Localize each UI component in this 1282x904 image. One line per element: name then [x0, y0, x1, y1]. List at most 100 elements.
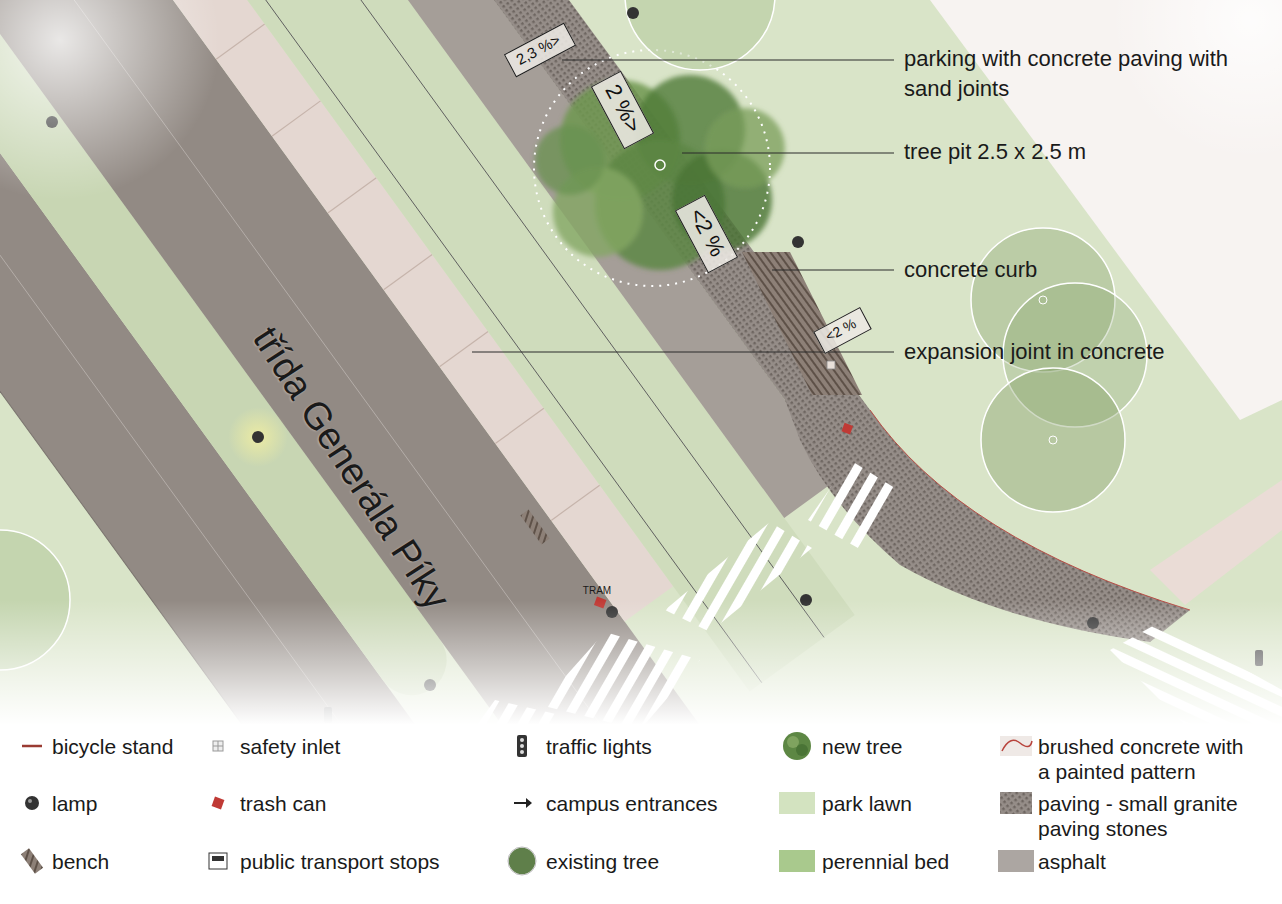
bench [520, 509, 549, 544]
street-bands [439, 331, 488, 366]
legend-icon [25, 796, 39, 810]
legend-text: new tree [822, 734, 903, 759]
legend-text: brushed concrete with a painted pattern [1038, 734, 1253, 784]
callout-text: expansion joint in concrete [904, 337, 1165, 367]
slope-box: <2 % [813, 307, 872, 354]
legend-text: public transport stops [240, 849, 440, 874]
legend-icon [502, 788, 542, 818]
safety-inlet [827, 361, 835, 369]
legend-icon [21, 848, 43, 873]
bench [520, 509, 549, 544]
canopy-outline [534, 50, 770, 286]
legend-icon [514, 802, 528, 804]
granite-paving [494, 0, 1190, 642]
new-tree [705, 108, 785, 188]
legend-icon [198, 731, 238, 761]
street-bands [272, 101, 321, 136]
legend-icon [996, 731, 1036, 761]
lamp [792, 236, 804, 248]
legend-text: bicycle stand [52, 734, 173, 759]
legend-swatch [998, 850, 1034, 872]
tree-trunk [655, 160, 665, 170]
crosswalk [808, 460, 898, 548]
fade [0, 600, 1282, 725]
trash-can [842, 423, 854, 435]
legend-text: bench [52, 849, 109, 874]
callout-text: tree pit 2.5 x 2.5 m [904, 137, 1086, 167]
legend-text: traffic lights [546, 734, 652, 759]
legend-icon [502, 731, 542, 761]
legend-icon [12, 846, 52, 876]
legend-icon [508, 847, 536, 875]
legend-icon [198, 846, 238, 876]
parking-paving [742, 252, 862, 395]
legend-swatch [779, 792, 815, 814]
legend-text: perennial bed [822, 849, 949, 874]
street-bands [384, 255, 433, 290]
street-bands [551, 485, 600, 520]
new-tree [535, 75, 785, 270]
legend-icon [213, 746, 223, 747]
legend-text: trash can [240, 791, 326, 816]
legend-icon [787, 736, 799, 748]
legend-text: campus entrances [546, 791, 718, 816]
legend-icon [1000, 792, 1032, 814]
legend-ground [0, 724, 1282, 904]
legend-icon [526, 798, 532, 808]
street-bands [328, 178, 377, 213]
slope-label: 2,3 %> [514, 30, 566, 69]
legend-icon [520, 738, 524, 742]
path [1150, 480, 1282, 605]
legend-icon [28, 799, 32, 803]
slope-label: <2 % [684, 204, 731, 263]
leader-line [472, 60, 894, 352]
street-name: třída Generála Píky [244, 318, 461, 618]
legend-icon [777, 731, 817, 761]
stop-label: TRAM [583, 585, 611, 597]
legend-icon [783, 732, 811, 760]
lamp [627, 7, 639, 19]
fog [1110, 0, 1282, 160]
legend-text: existing tree [546, 849, 659, 874]
legend-text: safety inlet [240, 734, 340, 759]
slope-box: 2 %> [590, 71, 653, 150]
legend-icon [212, 797, 225, 810]
callout-text: concrete curb [904, 255, 1037, 285]
legend-icon [508, 847, 536, 875]
existing-tree [1049, 436, 1057, 444]
legend-text: lamp [52, 791, 98, 816]
legend-icon [198, 788, 238, 818]
legend-text: paving - small granite paving stones [1038, 791, 1253, 841]
legend-text: park lawn [822, 791, 912, 816]
slope-label: <2 % [822, 314, 860, 345]
legend-icon [1000, 736, 1032, 756]
legend-icon [520, 750, 524, 754]
legend-icon [22, 745, 42, 748]
legend-icon [796, 744, 808, 756]
new-tree [535, 125, 605, 195]
fog [0, 0, 220, 200]
slope-label: 2 %> [600, 80, 647, 139]
legend-icon [520, 744, 524, 748]
legend-icon [502, 846, 542, 876]
legend-swatch [779, 850, 815, 872]
legend-icon [996, 788, 1036, 818]
leader-line [562, 60, 894, 61]
lamp-glow [228, 407, 288, 467]
legend-icon [12, 731, 52, 761]
slope-box: 2,3 %> [504, 23, 576, 78]
legend-icon [213, 741, 223, 751]
street-bands [216, 24, 265, 59]
legend-text: asphalt [1038, 849, 1253, 874]
lamp [252, 431, 264, 443]
callout-text: parking with concrete paving with sand j… [904, 44, 1234, 104]
street-bands [495, 408, 544, 443]
legend-icon [517, 735, 527, 757]
leader-line [772, 270, 894, 271]
legend-icon [212, 856, 224, 861]
leader-line [472, 352, 894, 353]
leader-line [682, 153, 894, 154]
legend-icon [209, 853, 227, 869]
